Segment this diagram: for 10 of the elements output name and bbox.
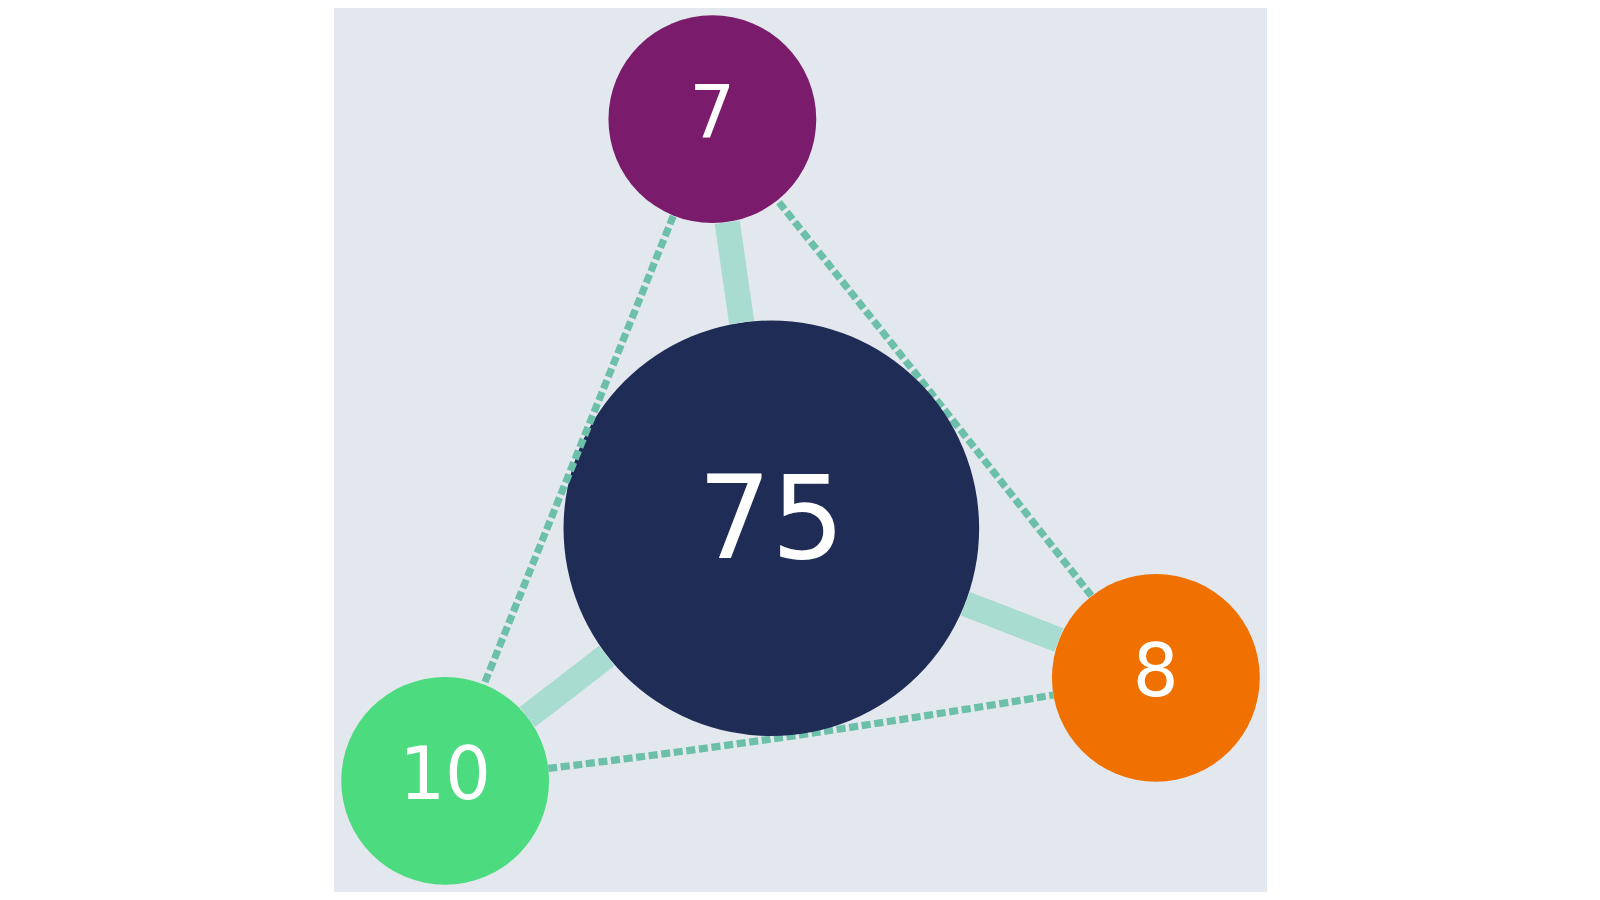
connector	[714, 220, 754, 325]
connector	[960, 591, 1063, 652]
node-circle: 8	[1051, 573, 1260, 782]
node-circle: 75	[563, 320, 979, 737]
connector	[774, 198, 1094, 599]
connector	[480, 214, 677, 686]
node-circle: 10	[340, 676, 549, 885]
node-circle: 7	[607, 15, 816, 224]
connector	[519, 645, 615, 728]
connector	[547, 691, 1054, 772]
